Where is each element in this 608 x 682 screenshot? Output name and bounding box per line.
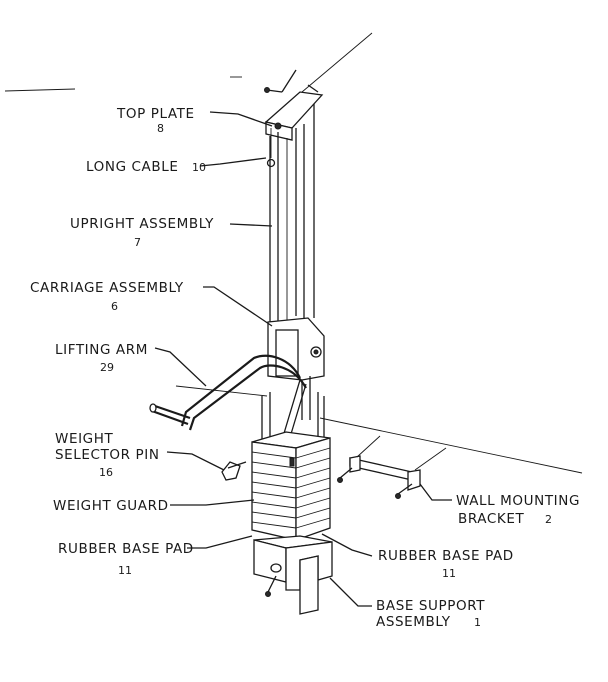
selector-pin-part bbox=[221, 461, 247, 481]
label-base-support-assembly-line1: BASE SUPPORT bbox=[376, 598, 485, 614]
label-top-plate-num: 8 bbox=[157, 122, 164, 135]
label-weight-selector-pin-line1: WEIGHT bbox=[55, 431, 113, 447]
label-upright-assembly-num: 7 bbox=[134, 236, 141, 249]
wall-bracket-part bbox=[337, 435, 447, 499]
leader-lines bbox=[154, 111, 452, 607]
label-weight-guard: WEIGHT GUARD bbox=[53, 498, 169, 514]
base-support-part bbox=[253, 535, 333, 615]
label-upright-assembly: UPRIGHT ASSEMBLY 7 bbox=[70, 216, 214, 249]
label-rubber-base-pad-right-num: 11 bbox=[442, 567, 456, 580]
wall-lines bbox=[4, 32, 583, 474]
label-carriage-assembly-num: 6 bbox=[111, 300, 118, 313]
label-rubber-base-pad-right: RUBBER BASE PAD 11 bbox=[378, 548, 514, 580]
label-rubber-base-pad-left: RUBBER BASE PAD 11 bbox=[58, 541, 194, 577]
label-long-cable-name: LONG CABLE bbox=[86, 159, 179, 175]
weight-stack-part bbox=[251, 431, 331, 541]
carriage-assembly-part bbox=[267, 317, 325, 420]
label-wall-mounting-bracket-num: 2 bbox=[545, 513, 552, 526]
label-base-support-assembly: BASE SUPPORT ASSEMBLY 1 bbox=[376, 598, 485, 630]
label-wall-mounting-bracket-line1: WALL MOUNTING bbox=[456, 493, 580, 509]
label-base-support-assembly-num: 1 bbox=[474, 616, 481, 629]
label-rubber-base-pad-left-name: RUBBER BASE PAD bbox=[58, 541, 194, 557]
label-weight-guard-name: WEIGHT GUARD bbox=[53, 498, 169, 514]
label-weight-selector-pin-line2: SELECTOR PIN bbox=[55, 447, 160, 463]
label-rubber-base-pad-right-name: RUBBER BASE PAD bbox=[378, 548, 514, 564]
label-lifting-arm-num: 29 bbox=[100, 361, 114, 374]
label-top-plate-name: TOP PLATE bbox=[116, 106, 195, 122]
long-cable-part bbox=[266, 128, 276, 168]
label-lifting-arm-name: LIFTING ARM bbox=[55, 342, 148, 358]
label-lifting-arm: LIFTING ARM 29 bbox=[55, 342, 148, 374]
label-base-support-assembly-line2: ASSEMBLY bbox=[376, 614, 451, 630]
label-carriage-assembly: CARRIAGE ASSEMBLY 6 bbox=[30, 280, 184, 313]
label-weight-selector-pin-num: 16 bbox=[99, 466, 113, 479]
label-wall-mounting-bracket-line2: BRACKET bbox=[458, 511, 525, 527]
label-long-cable-num: 10 bbox=[192, 161, 206, 174]
label-top-plate: TOP PLATE 8 bbox=[116, 106, 195, 135]
label-rubber-base-pad-left-num: 11 bbox=[118, 564, 132, 577]
label-upright-assembly-name: UPRIGHT ASSEMBLY bbox=[70, 216, 214, 232]
label-long-cable: LONG CABLE 10 bbox=[86, 159, 206, 175]
lifting-arm-part bbox=[149, 354, 307, 445]
label-weight-selector-pin: WEIGHT SELECTOR PIN 16 bbox=[55, 431, 160, 479]
top-plate-part bbox=[264, 69, 324, 141]
label-carriage-assembly-name: CARRIAGE ASSEMBLY bbox=[30, 280, 184, 296]
label-wall-mounting-bracket: WALL MOUNTING BRACKET 2 bbox=[456, 493, 580, 527]
upright-assembly-part bbox=[269, 104, 315, 322]
